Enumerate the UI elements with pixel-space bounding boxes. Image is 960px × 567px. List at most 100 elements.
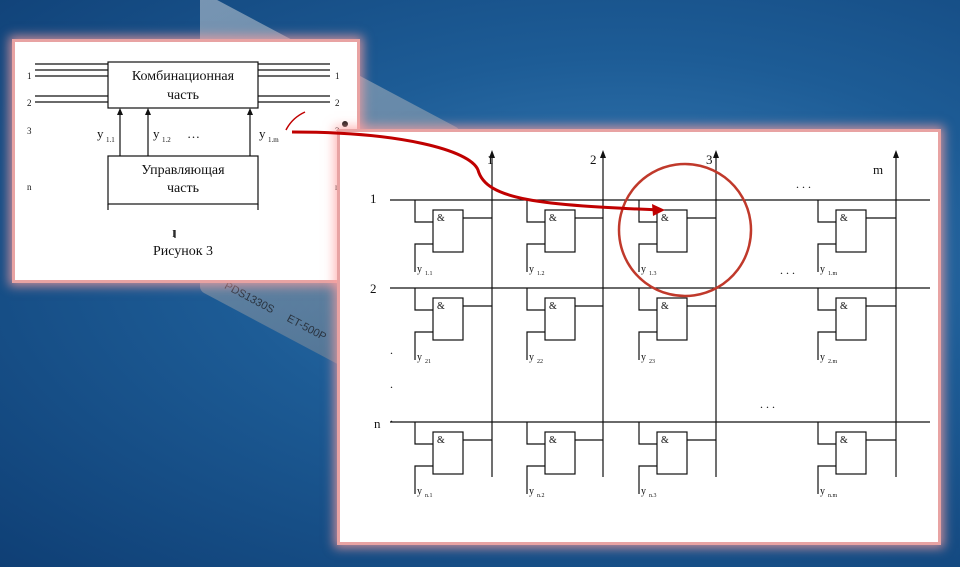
ellipsis-v: . [390,343,393,357]
cell-label: y [529,352,534,363]
gate-input [526,200,545,223]
left-number: 2 [27,98,32,108]
gate-control [414,243,433,272]
arrow-head [652,204,665,216]
gate-symbol: & [661,213,669,224]
cell-label: y [417,352,422,363]
and-gate [835,209,867,253]
gate-input [817,288,836,311]
gate-symbol: & [437,301,445,312]
figure3-panel: Комбинационная часть Управляющая часть 1… [12,39,360,283]
gate-control [817,465,836,494]
gate-input [817,200,836,223]
and-gate [835,431,867,475]
signal-label: y [153,126,160,141]
ellipsis-mid: . . . [760,397,775,411]
right-number: 1 [335,71,340,81]
signal-label: y [97,126,104,141]
signal-subscript: 1.m [268,136,279,144]
signal-subscript: 1.1 [106,136,115,144]
gate-symbol: & [840,213,848,224]
gate-control [414,465,433,494]
cell-subscript: 1.2 [537,271,545,277]
gate-input [817,422,836,445]
gate-input [638,200,657,223]
gate-control [526,331,545,360]
gate-control [638,465,657,494]
cell-subscript: n.2 [537,493,545,499]
gate-symbol: & [840,435,848,446]
cell-label: y [820,264,825,275]
and-gate [835,297,867,341]
figure-caption: Рисунок 3 [153,244,213,259]
highlight-circle [617,162,753,298]
gate-control [638,331,657,360]
gate-symbol: & [437,435,445,446]
cell-label: y [417,486,422,497]
ellipsis-row1: . . . [780,263,795,277]
cell-label: y [529,264,534,275]
gate-symbol: & [549,301,557,312]
small-arrow [285,111,306,131]
cell-subscript: n.m [828,493,838,499]
top-block-line1: Комбинационная [132,69,235,84]
gate-symbol: & [549,213,557,224]
gate-input [526,288,545,311]
ellipsis-v: . [390,377,393,391]
left-number: n [27,182,32,192]
gate-control [526,465,545,494]
signal-label: y [259,126,266,141]
cell-label: y [641,264,646,275]
cell-label: y [641,486,646,497]
gate-control [817,331,836,360]
gate-input [526,422,545,445]
gate-control [638,243,657,272]
gate-symbol: & [437,213,445,224]
control-block [107,155,259,205]
cell-label: y [417,264,422,275]
and-gate [656,209,688,253]
and-gate [544,297,576,341]
bottom-block-line1: Управляющая [141,163,225,178]
signal-subscript: 1.2 [162,136,171,144]
column-arrow [893,150,899,158]
cell-subscript: 23 [649,359,655,365]
gate-control [817,243,836,272]
cell-subscript: 1.m [828,271,838,277]
bottom-block-line2: часть [167,181,199,196]
gate-input [638,288,657,311]
gate-control [414,331,433,360]
combinational-block [107,61,259,109]
col-label: m [873,162,883,177]
signal-ellipsis: … [187,126,200,141]
arrow-path [291,130,661,212]
and-gate [656,431,688,475]
row-label: 2 [370,281,377,296]
column-arrow [489,150,495,158]
col-label: 3 [706,152,713,167]
cell-subscript: 21 [425,359,431,365]
caption-mark: I [172,228,176,240]
cell-label: y [529,486,534,497]
and-gate [432,209,464,253]
left-number: 1 [27,71,32,81]
gate-symbol: & [661,435,669,446]
gate-input [638,422,657,445]
right-number: 2 [335,98,340,108]
ellipsis-top: . . . [796,177,811,191]
top-block-line2: часть [167,88,199,103]
left-number: 3 [27,126,32,136]
and-gate [656,297,688,341]
gate-input [414,288,433,311]
cell-label: y [820,352,825,363]
cell-subscript: n.1 [425,493,433,499]
cell-subscript: n.3 [649,493,657,499]
gate-symbol: & [661,301,669,312]
cell-subscript: 1.3 [649,271,657,277]
gate-symbol: & [549,435,557,446]
cell-label: y [641,352,646,363]
cell-subscript: 2.m [828,359,838,365]
